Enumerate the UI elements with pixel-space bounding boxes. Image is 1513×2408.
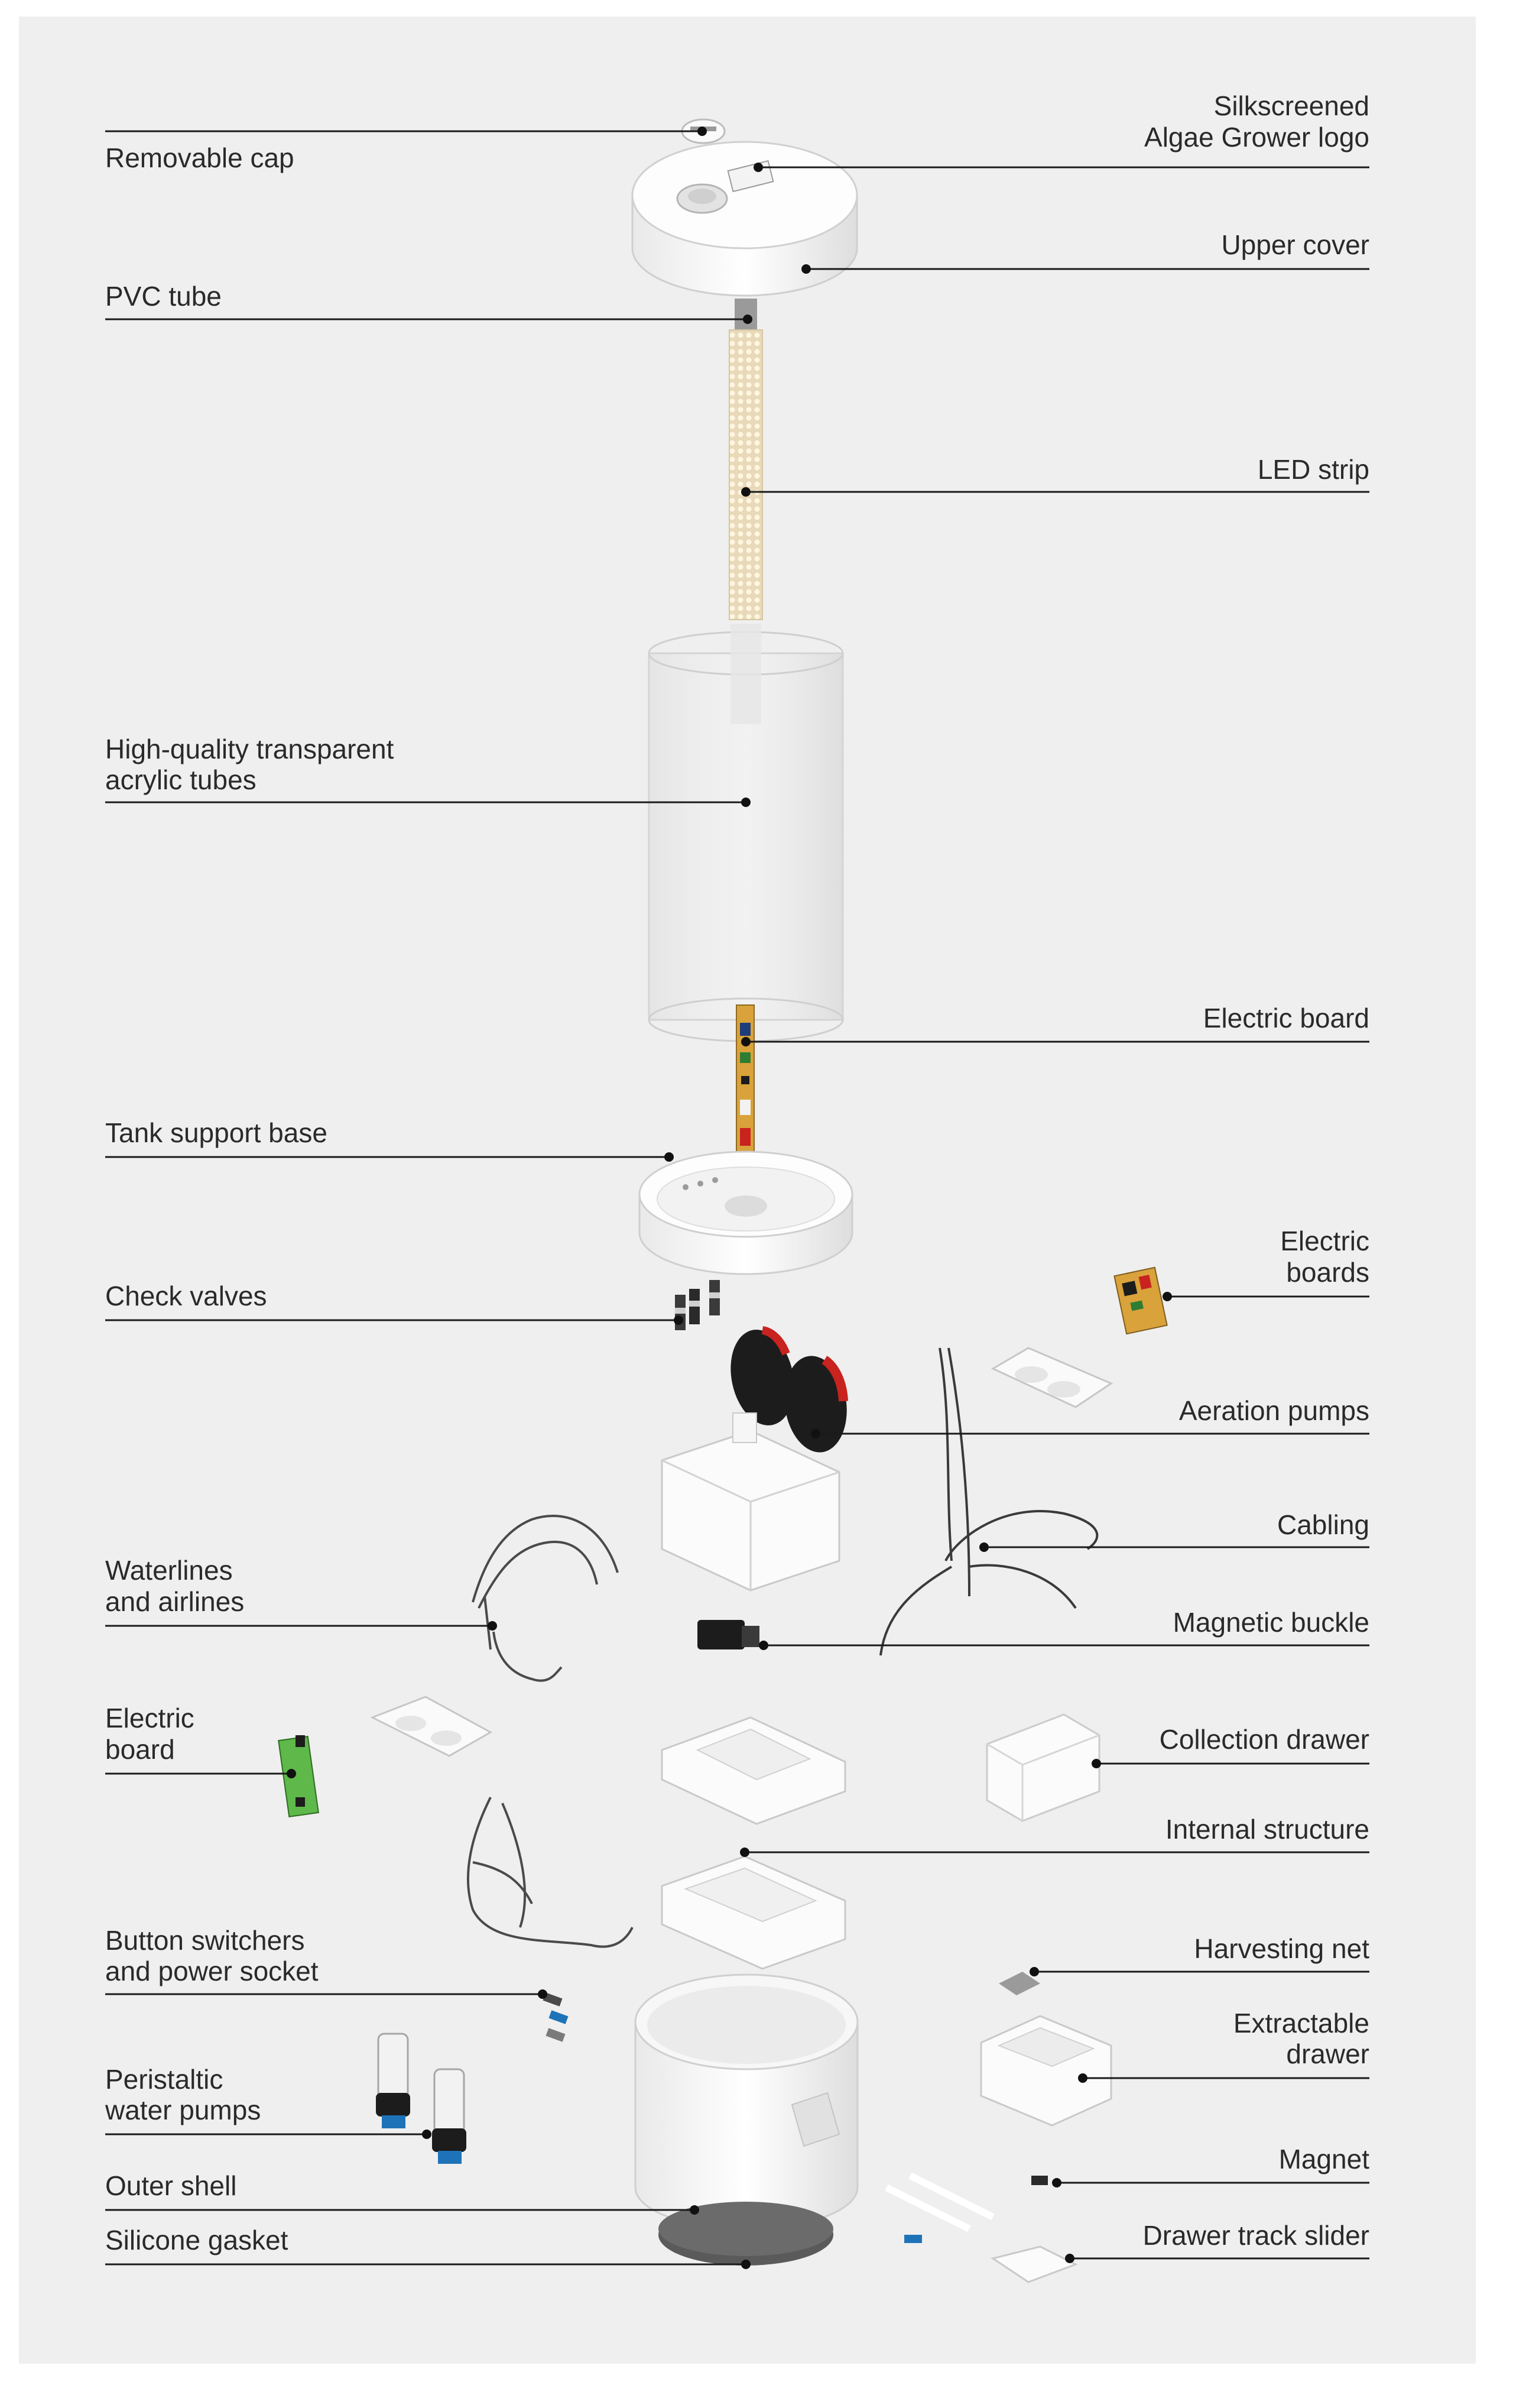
electric-board-vertical xyxy=(736,1004,755,1165)
led-strip xyxy=(729,329,763,620)
label-upper-cover: Upper cover xyxy=(1221,229,1369,260)
label-tank-support-base: Tank support base xyxy=(105,1117,327,1148)
label-peristaltic-line1: Peristaltic xyxy=(105,2064,223,2095)
leader-lines xyxy=(105,127,1369,2269)
tank-support-base xyxy=(638,1150,853,1275)
label-pvc-tube: PVC tube xyxy=(105,281,222,312)
label-drawer-track-slider: Drawer track slider xyxy=(1143,2220,1369,2251)
extractable-drawer xyxy=(980,2015,1112,2127)
label-magnet: Magnet xyxy=(1279,2144,1370,2174)
cabling xyxy=(879,1347,1099,1656)
internal-structure xyxy=(661,1855,846,1970)
pump-housing xyxy=(661,1412,840,1592)
waterlines xyxy=(472,1515,619,1682)
magnetic-buckle xyxy=(697,1620,759,1649)
aeration-pumps xyxy=(730,1326,848,1453)
label-led-strip: LED strip xyxy=(1258,454,1369,485)
label-logo-line1: Silkscreened xyxy=(1214,90,1369,121)
collection-drawer xyxy=(986,1713,1100,1822)
waterlines-lower xyxy=(466,1797,634,1948)
pvc-tube xyxy=(735,299,757,331)
label-internal-structure: Internal structure xyxy=(1165,1814,1369,1845)
acrylic-tube xyxy=(648,624,844,1042)
label-acrylic-line2: acrylic tubes xyxy=(105,764,257,795)
label-harvesting-net: Harvesting net xyxy=(1194,1933,1369,1964)
label-electric-board-top: Electric board xyxy=(1203,1003,1369,1033)
magnet xyxy=(1031,2176,1048,2185)
outer-shell xyxy=(634,1973,859,2230)
label-waterlines-line1: Waterlines xyxy=(105,1555,233,1586)
white-bracket xyxy=(991,1347,1113,1408)
upper-cover xyxy=(631,141,858,297)
label-silicone-gasket: Silicone gasket xyxy=(105,2225,288,2255)
electric-board-green xyxy=(278,1735,319,1817)
electric-boards-small xyxy=(1113,1266,1168,1335)
harvesting-net xyxy=(999,1972,1040,1995)
label-extractable-drawer-line1: Extractable xyxy=(1233,2008,1369,2038)
left-bracket xyxy=(370,1696,493,1757)
label-outer-shell: Outer shell xyxy=(105,2170,236,2201)
internal-structure-upper xyxy=(661,1716,846,1825)
drawer-track-slider xyxy=(885,2172,1078,2283)
label-button-switchers-line2: and power socket xyxy=(105,1956,319,1986)
label-electric-boards-line2: boards xyxy=(1286,1257,1369,1288)
label-acrylic-line1: High-quality transparent xyxy=(105,734,394,764)
label-removable-cap: Removable cap xyxy=(105,142,294,173)
button-switchers xyxy=(543,1992,569,2042)
label-electric-boards-line1: Electric xyxy=(1280,1226,1369,1256)
peristaltic-pumps xyxy=(376,2033,466,2164)
label-waterlines-line2: and airlines xyxy=(105,1586,244,1617)
label-cabling: Cabling xyxy=(1277,1509,1369,1540)
label-aeration-pumps: Aeration pumps xyxy=(1179,1395,1369,1426)
label-check-valves: Check valves xyxy=(105,1281,267,1311)
label-collection-drawer: Collection drawer xyxy=(1160,1724,1369,1755)
label-logo-line2: Algae Grower logo xyxy=(1144,122,1369,153)
silicone-gasket xyxy=(658,2202,833,2266)
label-button-switchers-line1: Button switchers xyxy=(105,1925,304,1956)
label-electric-board-line1: Electric xyxy=(105,1703,194,1733)
label-magnetic-buckle: Magnetic buckle xyxy=(1173,1607,1369,1638)
label-peristaltic-line2: water pumps xyxy=(105,2095,261,2125)
label-extractable-drawer-line2: drawer xyxy=(1286,2038,1369,2069)
label-electric-board-line2: board xyxy=(105,1734,175,1765)
